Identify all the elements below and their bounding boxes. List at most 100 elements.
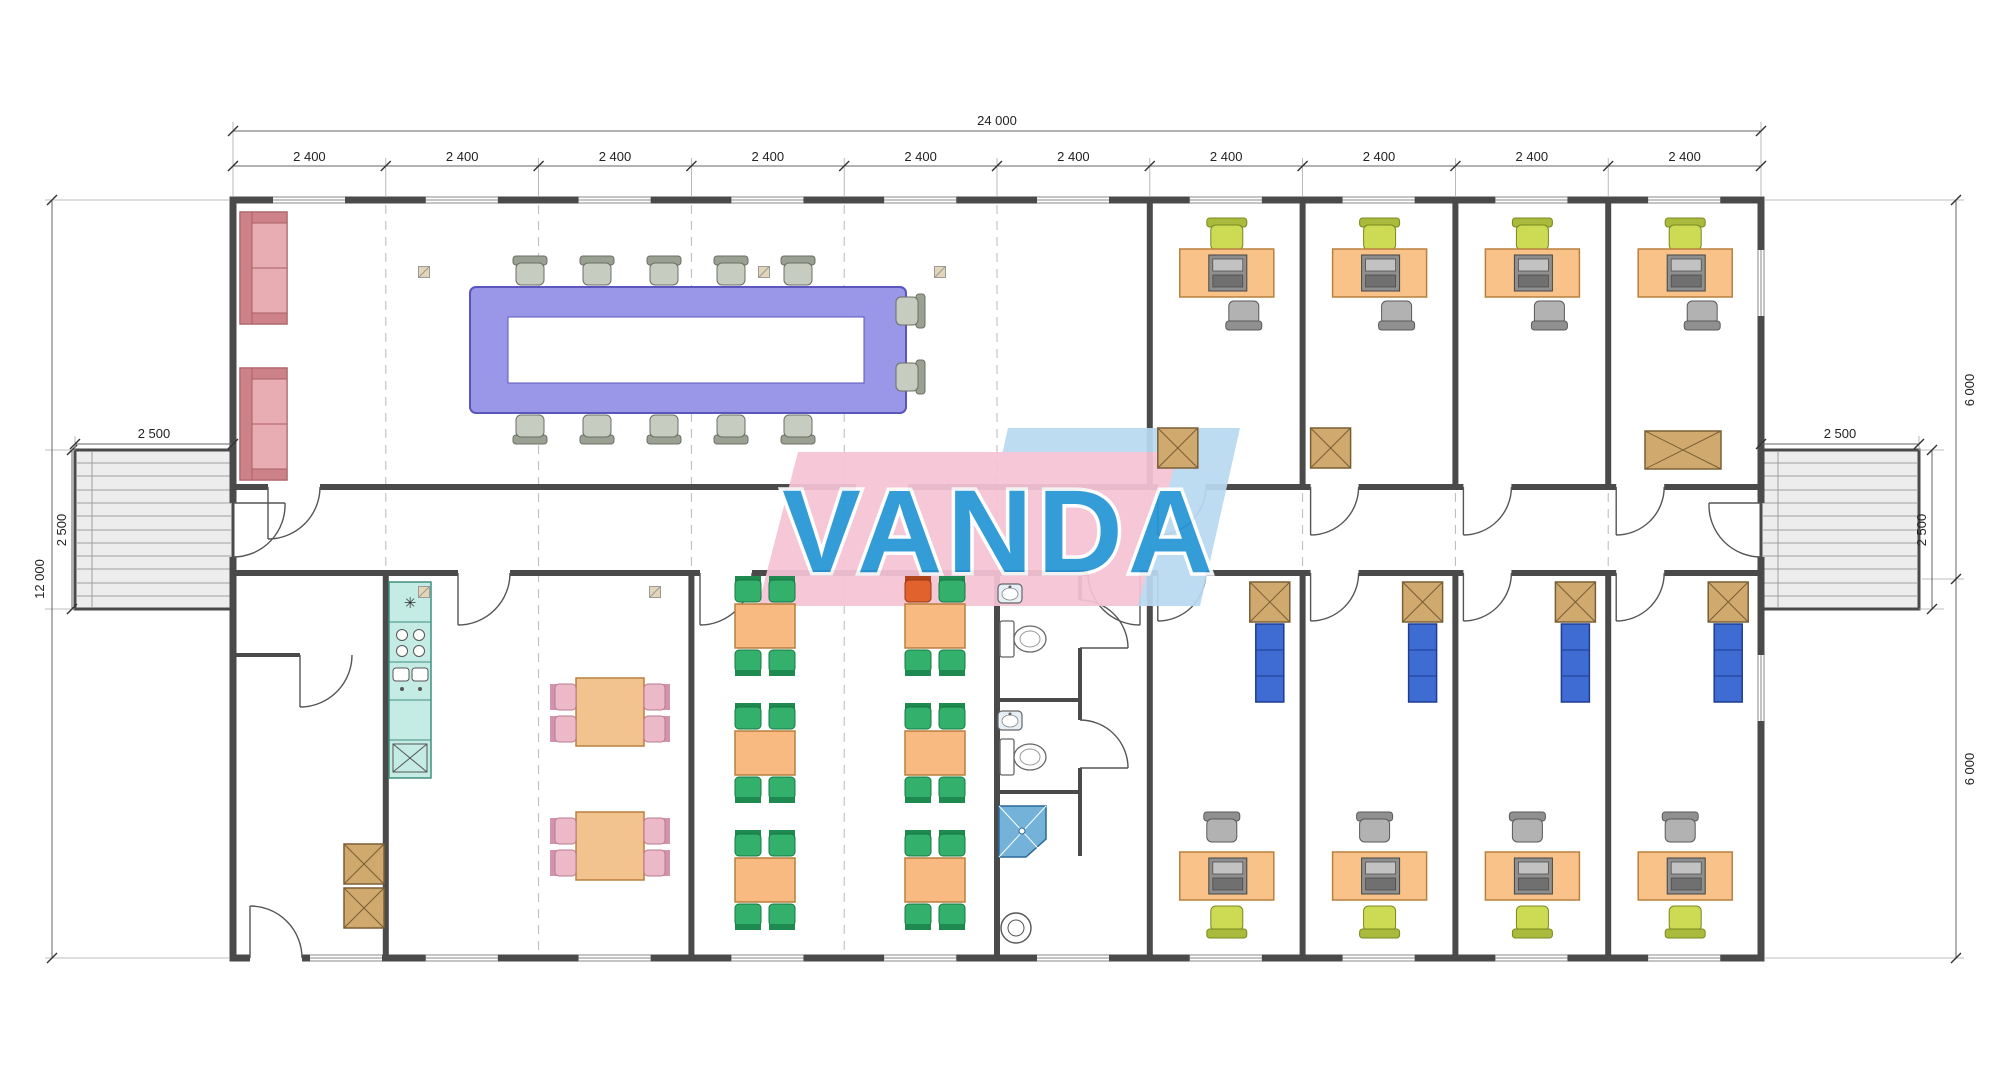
door-office-bottom-4 — [1615, 572, 1665, 622]
office-desk-set — [1179, 811, 1275, 939]
door-entry-exterior — [249, 905, 303, 959]
conference-chair — [713, 255, 749, 286]
toilet — [999, 738, 1047, 776]
cabinet-blue — [1407, 623, 1438, 703]
conference-table-opening — [507, 316, 865, 384]
office-bottom-3 — [1484, 581, 1597, 939]
cabinet — [1157, 427, 1199, 469]
entrance-steps — [1759, 448, 1921, 611]
cabinet-blue — [1560, 623, 1591, 703]
office-desk-set — [1484, 811, 1581, 939]
stove — [396, 629, 425, 657]
shower — [998, 805, 1047, 858]
window — [730, 194, 804, 206]
office-desk-set — [1179, 217, 1275, 331]
office-bottom-1 — [1179, 581, 1291, 939]
conference-chair — [512, 414, 548, 445]
conference-chair — [780, 414, 816, 445]
office-top-2 — [1309, 217, 1428, 469]
dim-bay: 2 400 — [1210, 149, 1243, 164]
cabinet — [1249, 581, 1291, 623]
window — [1494, 194, 1568, 206]
conference-chair — [646, 414, 682, 445]
door-wc-stall-1 — [1079, 599, 1129, 649]
office-top-4 — [1637, 217, 1733, 470]
office-desk-set — [1331, 811, 1428, 939]
window — [272, 194, 346, 206]
column-marker — [418, 266, 430, 278]
window — [1755, 249, 1767, 317]
dining-table-set — [549, 811, 671, 881]
porch-left — [73, 448, 235, 611]
conference-chair — [895, 359, 926, 395]
office-bottom-4 — [1637, 581, 1749, 939]
dim-bay: 2 400 — [1363, 149, 1396, 164]
dim-bay: 2 400 — [599, 149, 632, 164]
dimensions-right: 2 500 6 000 6 000 2 500 — [1755, 194, 1977, 964]
cafeteria-chair-red — [904, 576, 932, 603]
window — [1647, 952, 1721, 964]
sofa — [239, 211, 288, 325]
door-office-top-2 — [1309, 486, 1360, 536]
washing-machine — [1000, 912, 1032, 944]
door-entry-hall — [299, 654, 353, 708]
watermark-text: VANDA — [782, 466, 1218, 598]
dim-porch-width-right: 2 500 — [1824, 426, 1857, 441]
cabinet-wide — [1644, 430, 1722, 470]
window — [883, 952, 957, 964]
dishwasher — [392, 743, 428, 773]
office-desk-set — [1637, 811, 1733, 939]
conference-chair — [579, 414, 615, 445]
cafeteria — [734, 575, 966, 931]
conference-chair — [713, 414, 749, 445]
door-meeting-room — [267, 486, 321, 540]
column-marker — [758, 266, 770, 278]
sofa — [239, 367, 288, 481]
cafeteria-table-set — [904, 702, 966, 804]
conference-chair — [895, 293, 926, 329]
fridge-icon: ✳ — [404, 594, 417, 612]
window — [425, 952, 499, 964]
dining-table-set — [549, 677, 671, 747]
window — [1647, 194, 1721, 206]
cabinet-blue — [1713, 623, 1743, 703]
dim-bay: 2 400 — [1516, 149, 1549, 164]
window — [1342, 194, 1416, 206]
door-wc-stall-2 — [1079, 719, 1129, 769]
column-marker — [418, 586, 430, 598]
office-desk-set — [1637, 217, 1733, 331]
cafeteria-table-set — [904, 829, 966, 931]
cabinet — [1554, 581, 1597, 623]
cafeteria-table-set — [734, 829, 796, 931]
dim-porch-width-left: 2 500 — [138, 426, 171, 441]
window — [1494, 952, 1568, 964]
dim-bay: 2 400 — [293, 149, 326, 164]
doors — [232, 486, 1762, 959]
dim-bay: 2 400 — [904, 149, 937, 164]
window — [1755, 654, 1767, 722]
door-office-bottom-3 — [1462, 572, 1513, 622]
watermark-shape-pink — [758, 452, 1178, 606]
sink — [997, 710, 1023, 731]
window — [425, 194, 499, 206]
wc-room — [997, 583, 1047, 944]
window — [730, 952, 804, 964]
sink — [997, 583, 1023, 604]
door-kitchen — [457, 572, 511, 626]
dimensions-left: 12 000 2 500 2 500 — [32, 194, 239, 964]
toilet — [999, 620, 1047, 658]
dimensions-top: 24 000 2 400 2 400 2 400 2 400 2 400 2 4… — [227, 113, 1767, 196]
porch-right — [1759, 448, 1921, 611]
entrance-steps — [73, 448, 235, 611]
window — [1189, 194, 1263, 206]
office-desk-set — [1484, 217, 1581, 331]
window — [1342, 952, 1416, 964]
window — [578, 952, 652, 964]
kitchen: ✳ — [388, 581, 671, 881]
office-top-3 — [1484, 217, 1581, 331]
office-desk-set — [1331, 217, 1428, 331]
office-bottom-2 — [1331, 581, 1444, 939]
cabinet — [343, 843, 385, 885]
